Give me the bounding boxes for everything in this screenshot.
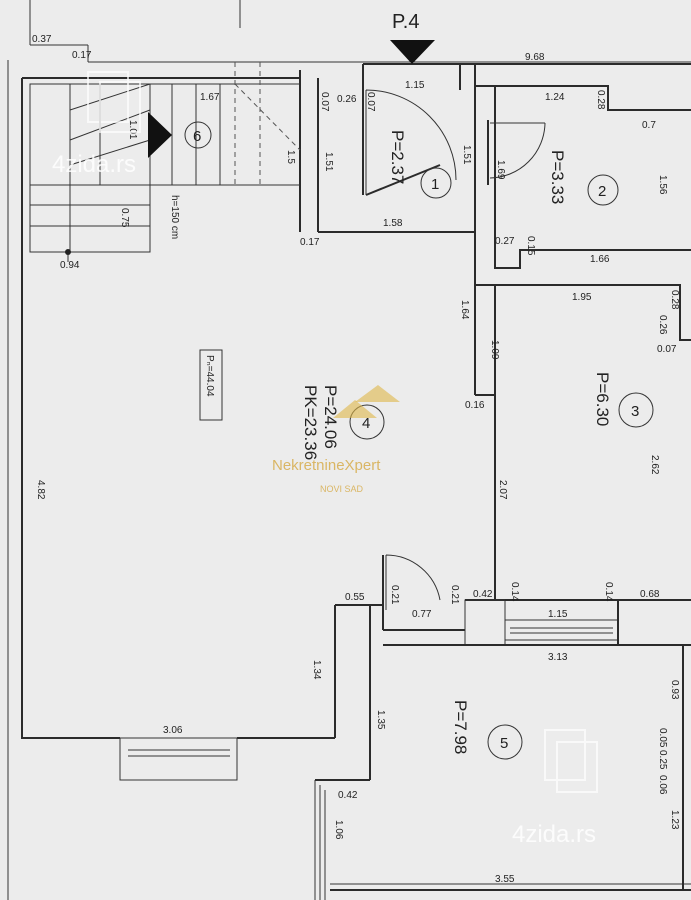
- door-room-1-swing: [365, 89, 457, 195]
- dim-label: 0.14: [603, 582, 614, 602]
- dim-label: 0.68: [640, 589, 660, 600]
- dim-label: 2.62: [649, 455, 660, 475]
- room-2-area: P=3.33: [548, 150, 567, 204]
- dim-label: 0.06: [657, 775, 668, 795]
- watermark-logo-top: [87, 71, 141, 133]
- dim-label: 0.7: [642, 120, 656, 131]
- dim-label: 0.07: [657, 344, 677, 355]
- dim-label: 1.09: [489, 340, 500, 360]
- room-1-number: 1: [431, 176, 439, 193]
- dim-label: 1.15: [548, 609, 568, 620]
- dim-label: 1.95: [572, 292, 592, 303]
- room-2-number: 2: [598, 183, 606, 200]
- dim-label: 1.34: [311, 660, 322, 680]
- section-label: P.4: [392, 11, 419, 33]
- dim-label: 1.51: [461, 145, 472, 165]
- dim-label: 1.56: [657, 175, 668, 195]
- dim-label: 0.21: [389, 585, 400, 605]
- watermark-agency: NekretnineXpert: [272, 457, 381, 474]
- room-4-area: P=24.06: [321, 385, 340, 449]
- dim-label: 0.07: [365, 92, 376, 112]
- site-boundary: [7, 0, 691, 900]
- dim-label: 0.17: [300, 237, 320, 248]
- room-3-area: P=6.30: [593, 372, 612, 426]
- dim-label: 1.15: [405, 80, 425, 91]
- dim-label: 4.82: [35, 480, 46, 500]
- outer-walls: [21, 63, 691, 780]
- staircase: [29, 62, 301, 262]
- stair-direction-arrow-icon: [148, 112, 172, 158]
- dim-label: 0.27: [495, 236, 515, 247]
- room-4-number: 4: [362, 415, 370, 432]
- dim-label: 0.42: [338, 790, 358, 801]
- room-2-walls: [475, 85, 691, 269]
- dim-label: 3.06: [163, 725, 183, 736]
- dim-label: 0.21: [449, 585, 460, 605]
- dim-label: 0.17: [72, 50, 92, 61]
- dim-label: 0.15: [525, 236, 536, 256]
- dim-label: 2.07: [497, 480, 508, 500]
- watermark-site-top: 4zida.rs: [52, 151, 136, 178]
- room-5-area: P=7.98: [451, 700, 470, 754]
- room-3-number: 3: [631, 403, 639, 420]
- watermark-site-bottom: 4zida.rs: [512, 821, 596, 848]
- room-1-walls: [318, 64, 476, 233]
- dim-label: 1.67: [200, 92, 220, 103]
- section-arrow-icon: [390, 40, 435, 64]
- door-room-2-swing: [489, 122, 546, 179]
- dim-label: 1.35: [375, 710, 386, 730]
- dim-label: 0.28: [669, 290, 680, 310]
- watermark-agency-city: NOVI SAD: [320, 484, 364, 494]
- dim-label: 0.26: [657, 315, 668, 335]
- dim-label: 0.16: [465, 400, 485, 411]
- room-6-number: 6: [193, 128, 201, 145]
- room-labels: 1 P=2.37 2 P=3.33 3 P=6.30 4 P=24.06 PK=…: [169, 128, 654, 760]
- dimension-labels: 0.37 0.17 9.68 1.15 0.07 0.26 0.07 1.67 …: [32, 34, 680, 885]
- watermark-logo-bottom: [544, 729, 598, 793]
- room-4-area-k: PK=23.36: [301, 385, 320, 460]
- total-area-label: Pₙ=44.04: [204, 355, 215, 397]
- dim-label: 1.58: [383, 218, 403, 229]
- room-5-walls: [314, 554, 691, 900]
- dim-label: 0.42: [473, 589, 493, 600]
- stair-height-note: h=150 cm: [169, 195, 180, 239]
- watermarks: 4zida.rs NekretnineXpert NOVI SAD 4zida.…: [52, 71, 598, 848]
- dim-label: 0.75: [119, 208, 130, 228]
- dim-label: 1.06: [333, 820, 344, 840]
- dim-label: 0.93: [669, 680, 680, 700]
- dim-label: 1.24: [545, 92, 565, 103]
- dim-label: 3.13: [548, 652, 568, 663]
- dim-label: 3.55: [495, 874, 515, 885]
- dim-label: 0.28: [595, 90, 606, 110]
- total-area-box: [199, 349, 223, 421]
- window-room-4: [119, 737, 238, 781]
- dim-label: 0.55: [345, 592, 365, 603]
- dim-label: 1.23: [669, 810, 680, 830]
- dim-label: 1.5: [285, 150, 296, 164]
- dim-label: 0.37: [32, 34, 52, 45]
- dim-label: 0.05: [657, 728, 668, 748]
- dim-label: 9.68: [525, 52, 545, 63]
- dim-label: 0.07: [319, 92, 330, 112]
- dim-label: 1.51: [323, 152, 334, 172]
- room-5-number: 5: [500, 735, 508, 752]
- dim-label: 0.14: [509, 582, 520, 602]
- dim-label: 0.94: [60, 260, 80, 271]
- dim-label: 1.69: [495, 160, 506, 180]
- room-3-walls: [474, 232, 691, 600]
- dim-label: 1.64: [459, 300, 470, 320]
- watermark-agency-logo: [333, 385, 400, 418]
- dim-label: 1.01: [127, 120, 138, 140]
- dim-label: 1.66: [590, 254, 610, 265]
- dim-label: 0.26: [337, 94, 357, 105]
- section-marker: P.4: [390, 11, 435, 64]
- dim-label: 0.25: [657, 750, 668, 770]
- door-room-5-swing: [385, 554, 441, 610]
- dim-label: 0.77: [412, 609, 432, 620]
- room-1-area: P=2.37: [388, 130, 407, 184]
